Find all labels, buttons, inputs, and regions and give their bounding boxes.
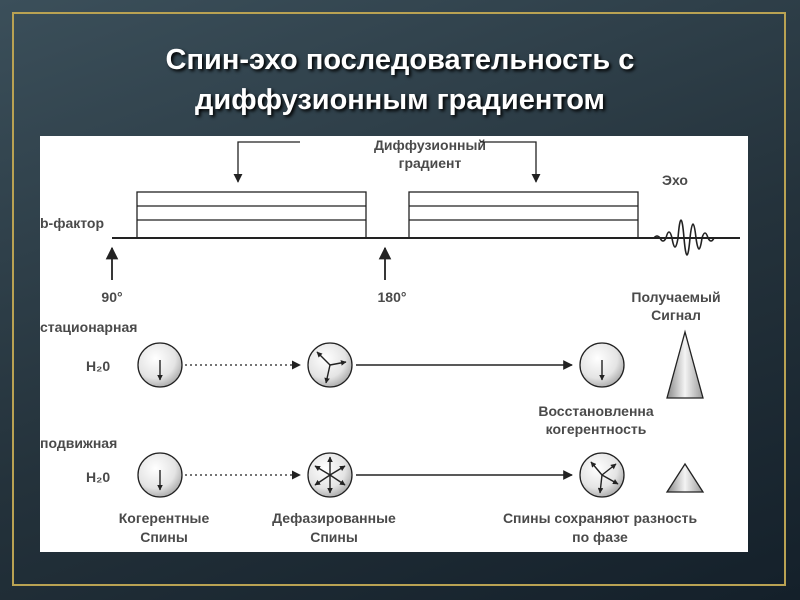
pulse-90-label: 90° [101, 289, 122, 305]
h2o-mobile-label: H₂0 [86, 469, 110, 485]
slide-frame [12, 12, 786, 586]
mobile-label: подвижная [40, 435, 117, 451]
stationary-rephased-spin-sphere [579, 342, 625, 388]
coherent-spins-line-1: Когерентные [119, 510, 210, 526]
gradient-block-2 [408, 191, 639, 239]
small-signal-triangle [665, 462, 705, 493]
received-signal-line-1: Получаемый [631, 289, 720, 305]
title-line-1: Спин-эхо последовательность с [165, 44, 635, 76]
bracket-right-arrow [480, 141, 541, 183]
h2o-stationary-label: H₂0 [86, 358, 110, 374]
restored-coherence-line-1: Восстановленна [538, 403, 654, 419]
phase-difference-line-1: Спины сохраняют разность [503, 510, 698, 526]
bracket-left-arrow [233, 141, 300, 183]
stationary-coherent-spin-sphere [137, 342, 183, 388]
dephased-spins-line-1: Дефазированные [272, 510, 396, 526]
gradient-block-1 [136, 191, 367, 239]
diffusion-gradient-line-1: Диффузионный [374, 137, 486, 153]
mobile-dephased-spin-sphere [307, 452, 353, 498]
diagram-panel: Диффузионный градиент b-фактор Эхо 90° 1… [40, 136, 748, 552]
phase-difference-line-2: по фазе [572, 529, 628, 545]
echo-signal-wave [653, 219, 715, 256]
mobile-partial-phase-spin-sphere [579, 452, 625, 498]
mobile-coherent-spin-sphere [137, 452, 183, 498]
echo-label: Эхо [662, 172, 688, 188]
gradient-bracket [233, 141, 541, 183]
title-line-2: диффузионным градиентом [194, 84, 606, 116]
slide-title: Спин-эхо последовательность с диффузионн… [0, 40, 800, 120]
dephased-spins-line-2: Спины [310, 529, 358, 545]
spin-echo-diagram: Диффузионный градиент b-фактор Эхо 90° 1… [40, 137, 740, 545]
coherent-spins-line-2: Спины [140, 529, 188, 545]
diffusion-gradient-line-2: градиент [399, 155, 462, 171]
b-factor-label: b-фактор [40, 215, 104, 231]
diffusion-gradient-label: Диффузионный градиент [374, 137, 486, 171]
pulse-180-label: 180° [378, 289, 407, 305]
restored-coherence-line-2: когерентность [546, 421, 647, 437]
large-signal-triangle [666, 329, 704, 399]
received-signal-line-2: Сигнал [651, 307, 701, 323]
stationary-label: стационарная [40, 319, 137, 335]
stationary-dephased-spin-sphere [307, 342, 353, 388]
